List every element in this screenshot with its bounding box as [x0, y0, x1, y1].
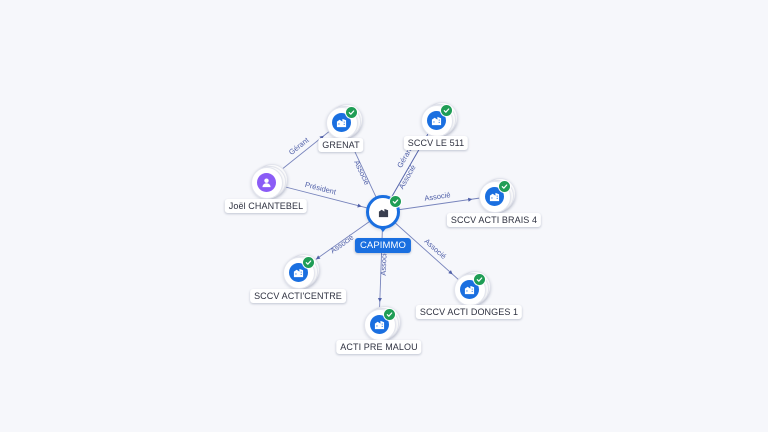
edge-arrow	[315, 255, 321, 260]
edge-label: Associé	[352, 159, 371, 187]
edge-capimmo-donges	[382, 211, 470, 290]
node-disc	[369, 314, 389, 334]
node-label: SCCV ACTI BRAIS 4	[446, 213, 542, 227]
edge-label: Président	[304, 180, 338, 197]
node-disc	[426, 110, 446, 130]
building-icon	[374, 319, 385, 330]
building-icon	[489, 191, 500, 202]
building-icon	[336, 117, 347, 128]
node-disc	[331, 112, 351, 132]
building-icon	[464, 284, 475, 295]
verified-check-icon	[345, 106, 358, 119]
edge-capimmo-brais	[382, 195, 495, 213]
building-icon	[431, 115, 442, 126]
node-label: CAPIMMO	[354, 238, 412, 253]
node-disc	[256, 172, 276, 192]
building-icon	[378, 207, 389, 218]
verified-check-icon	[302, 256, 315, 269]
node-disc	[484, 186, 504, 206]
edge-label: Associé	[379, 249, 389, 276]
pin-tail	[378, 226, 388, 232]
edge-label: Associé	[424, 190, 451, 203]
node-disc	[374, 203, 392, 221]
building-icon	[293, 267, 304, 278]
edge-arrow	[357, 203, 362, 208]
node-label: ACTI PRE MALOU	[336, 340, 422, 354]
node-label: SCCV ACTI DONGES 1	[415, 305, 523, 319]
verified-check-icon	[383, 308, 396, 321]
node-disc	[288, 262, 308, 282]
node-label: GRENAT	[318, 138, 364, 152]
edge-arrow	[377, 297, 382, 303]
node-label: SCCV LE 511	[403, 136, 469, 150]
node-label: Joël CHANTEBEL	[224, 199, 308, 213]
verified-check-icon	[498, 180, 511, 193]
edge-label: Associé	[329, 233, 356, 255]
node-label: SCCV ACTI'CENTRE	[250, 289, 346, 303]
node-disc	[459, 279, 479, 299]
edge-arrow	[467, 197, 473, 202]
verified-check-icon	[389, 195, 402, 208]
verified-check-icon	[440, 104, 453, 117]
edge-arrow	[448, 270, 453, 275]
verified-check-icon	[473, 273, 486, 286]
edge-arrow	[319, 135, 324, 140]
edge-label: Gérant	[287, 135, 311, 157]
person-icon	[261, 177, 272, 188]
edge-label: Associé	[423, 237, 449, 261]
